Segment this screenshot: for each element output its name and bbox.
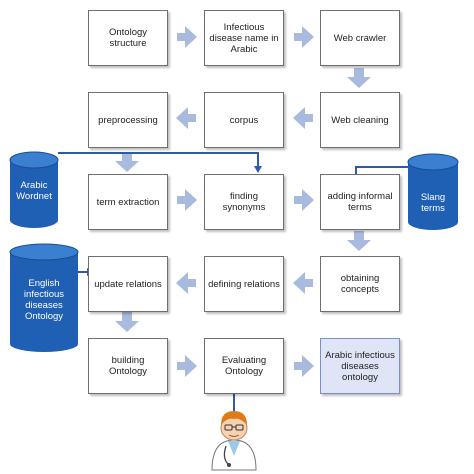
box-label: update relations	[94, 278, 162, 290]
box-web-cleaning: Web cleaning	[320, 92, 400, 148]
doctor-icon	[211, 411, 257, 471]
database-english-ontology	[9, 243, 79, 352]
database-slang-terms	[407, 153, 459, 230]
box-adding-informal-terms: adding informal terms	[320, 174, 400, 230]
arrow-12	[115, 312, 139, 332]
box-ontology-structure: Ontology structure	[88, 10, 168, 66]
arrow-3	[347, 68, 371, 88]
box-preprocessing: preprocessing	[88, 92, 168, 148]
arrow-9	[347, 231, 371, 251]
box-label: Ontology structure	[108, 27, 148, 49]
box-label: Web crawler	[333, 32, 387, 44]
wordnet-connector	[58, 152, 259, 168]
box-label: corpus	[229, 114, 259, 126]
box-web-crawler: Web crawler	[320, 10, 400, 66]
box-finding-synonyms: finding synonyms	[204, 174, 284, 230]
arrow-11	[176, 272, 196, 294]
arrow-10	[293, 272, 313, 294]
arrow-5	[176, 107, 196, 129]
english-ontology-label: English infectious diseases Ontology	[23, 278, 65, 322]
box-label: Web cleaning	[331, 114, 389, 126]
box-label: obtaining concepts	[340, 273, 380, 295]
box-label: Infectious disease name in Arabic	[209, 21, 279, 55]
arrow-7	[177, 189, 197, 211]
arrow-2	[294, 26, 314, 48]
arrow-13	[177, 355, 197, 377]
box-label: defining relations	[208, 278, 280, 290]
database-arabic-wordnet	[9, 151, 59, 228]
box-obtaining-concepts: obtaining concepts	[320, 256, 400, 312]
box-label: Evaluating Ontology	[221, 355, 267, 377]
arrow-6	[115, 154, 139, 172]
box-infectious-name: Infectious disease name in Arabic	[204, 10, 284, 66]
box-building-ontology: building Ontology	[88, 338, 168, 394]
box-defining-relations: defining relations	[204, 256, 284, 312]
box-label: adding informal terms	[327, 191, 393, 213]
slang-terms-label: Slang terms	[420, 192, 446, 214]
arabic-wordnet-label: Arabic Wordnet	[16, 180, 52, 202]
box-label: building Ontology	[108, 355, 148, 377]
arrow-8	[294, 189, 314, 211]
arrow-4	[293, 107, 313, 129]
wordnet-connector-head	[254, 166, 262, 173]
box-label: Arabic infectious diseases ontology	[325, 349, 395, 383]
box-arabic-ontology: Arabic infectious diseases ontology	[320, 338, 400, 394]
box-label: preprocessing	[98, 114, 158, 126]
box-term-extraction: term extraction	[88, 174, 168, 230]
box-label: term extraction	[96, 196, 160, 208]
box-evaluating-ontology: Evaluating Ontology	[204, 338, 284, 394]
arrow-14	[294, 355, 314, 377]
box-update-relations: update relations	[88, 256, 168, 312]
box-label: finding synonyms	[222, 191, 266, 213]
arrow-1	[177, 26, 197, 48]
box-corpus: corpus	[204, 92, 284, 148]
flow-arrows	[115, 26, 371, 377]
